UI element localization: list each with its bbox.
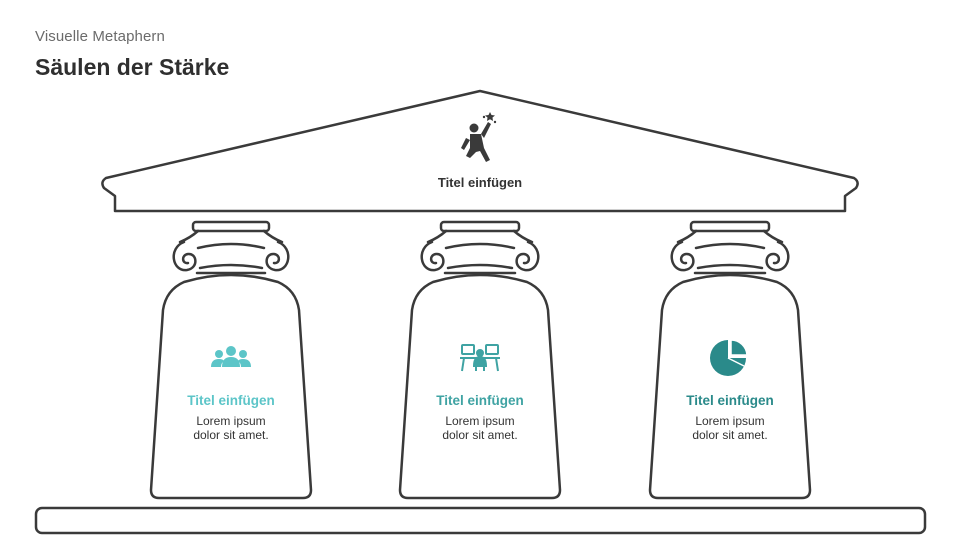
column-capital-1 bbox=[172, 220, 290, 275]
column-title-3: Titel einfügen bbox=[686, 393, 774, 408]
pie-chart-icon bbox=[710, 339, 748, 376]
jumping-person-icon bbox=[461, 112, 497, 162]
column-capital-3 bbox=[670, 220, 790, 275]
column-title-1: Titel einfügen bbox=[187, 393, 275, 408]
column-text-2: Titel einfügen Lorem ipsum dolor sit ame… bbox=[395, 393, 565, 442]
column-title-2: Titel einfügen bbox=[436, 393, 524, 408]
column-text-3: Titel einfügen Lorem ipsum dolor sit ame… bbox=[645, 393, 815, 442]
column-shaft-3 bbox=[648, 273, 812, 500]
workstations-icon bbox=[460, 344, 500, 372]
column-description-2: Lorem ipsum dolor sit amet. bbox=[442, 414, 518, 442]
roof-title: Titel einfügen bbox=[437, 175, 523, 190]
slide-subtitle: Visuelle Metaphern bbox=[35, 28, 165, 45]
temple-base bbox=[34, 506, 927, 535]
column-capital-2 bbox=[420, 220, 540, 275]
slide-title: Säulen der Stärke bbox=[35, 54, 230, 80]
column-description-3: Lorem ipsum dolor sit amet. bbox=[692, 414, 768, 442]
column-shaft-2 bbox=[398, 273, 562, 500]
column-text-1: Titel einfügen Lorem ipsum dolor sit ame… bbox=[146, 393, 316, 442]
column-shaft-1 bbox=[149, 273, 313, 500]
people-group-icon bbox=[211, 346, 251, 367]
column-description-1: Lorem ipsum dolor sit amet. bbox=[193, 414, 269, 442]
temple-roof bbox=[101, 89, 859, 213]
